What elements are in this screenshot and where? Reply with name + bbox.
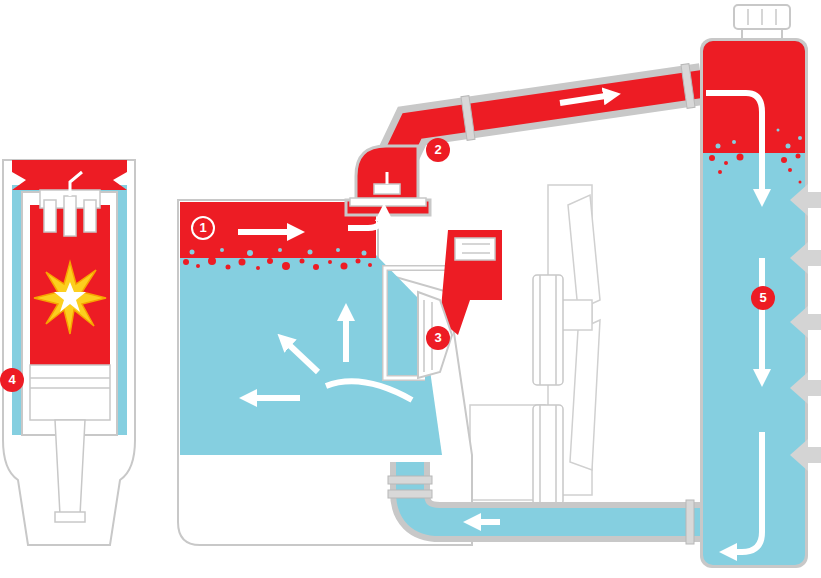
callout-number: 1	[191, 216, 215, 240]
steam-bubbles	[709, 154, 802, 184]
hose-clamp	[461, 96, 475, 141]
ignition-burst	[34, 262, 106, 334]
airflow-arrow	[790, 242, 821, 274]
steam-bubbles	[183, 257, 372, 270]
callout-number: 3	[426, 326, 450, 350]
flow-arrow	[728, 432, 762, 552]
callout-circle	[192, 217, 214, 239]
hose-wall	[410, 462, 705, 522]
water-jacket	[12, 185, 127, 435]
airflow-arrow	[790, 184, 821, 216]
callout-circle	[426, 326, 450, 350]
hose-clamp	[686, 500, 694, 544]
hose-coolant	[410, 462, 705, 522]
pump-pulley	[533, 275, 563, 385]
callout-circle	[751, 286, 775, 310]
flow-arrow	[706, 93, 762, 198]
flow-arrow	[759, 258, 765, 378]
flow-arrow	[248, 395, 300, 401]
crank-pulley	[533, 405, 563, 505]
block-coolant	[180, 255, 442, 455]
thermostat-valve	[374, 184, 400, 194]
cylinder-wall	[22, 192, 117, 435]
block-outline	[178, 200, 472, 545]
flow-arrow	[348, 212, 384, 228]
water-pump	[418, 230, 502, 378]
hose-coolant	[392, 84, 702, 168]
fan-blade	[570, 320, 600, 470]
pulley-groove	[539, 275, 541, 385]
crank-pin	[55, 512, 85, 522]
callout-number: 2	[426, 138, 450, 162]
hose-wall	[392, 84, 702, 168]
flow-arrow	[560, 95, 612, 103]
fan-hub	[560, 300, 592, 330]
connecting-rod	[55, 420, 85, 515]
bypass-coolant	[440, 230, 502, 335]
lower-hose	[388, 462, 705, 544]
sensor-line	[462, 243, 490, 245]
callout-number: 4	[0, 368, 24, 392]
piston-ring	[30, 387, 110, 389]
airflow-arrow	[790, 306, 821, 338]
valve-stem	[386, 172, 389, 184]
flow-arrow	[472, 519, 500, 525]
ignition-core	[54, 282, 86, 312]
callout-circle	[0, 368, 24, 392]
thermostat-housing	[346, 146, 430, 215]
pulley-groove	[555, 405, 557, 505]
radiator-cap	[734, 5, 790, 29]
fan-blade	[568, 195, 600, 310]
cylinder-outline	[3, 160, 135, 545]
radiator-core	[703, 41, 805, 565]
cap-grip	[747, 9, 749, 25]
pump-impeller	[418, 292, 452, 378]
airflow-arrow	[790, 439, 821, 471]
spark-wire	[70, 172, 82, 196]
radiator	[700, 5, 808, 568]
hose-clamp	[388, 476, 432, 484]
pulley-groove	[539, 405, 541, 505]
cool-coolant	[703, 41, 805, 565]
hose-clamp	[681, 64, 695, 109]
piston-ring	[30, 377, 110, 379]
hose-clamp	[388, 490, 432, 498]
cap-grip	[775, 9, 777, 25]
flow-arrow	[326, 381, 412, 400]
valve	[44, 200, 56, 232]
cool-bubbles	[716, 129, 803, 149]
airflow-arrows	[790, 184, 821, 471]
cylinder-cutaway	[0, 160, 135, 545]
flow-arrow	[284, 340, 318, 372]
callout-circle	[426, 138, 450, 162]
airflow-arrow	[790, 372, 821, 404]
valve	[84, 200, 96, 232]
callout-number: 5	[751, 286, 775, 310]
engine-block	[178, 200, 472, 545]
spark-plug	[64, 196, 76, 236]
pulley-groove	[555, 275, 557, 385]
cap-grip	[761, 9, 763, 25]
cool-bubbles	[190, 248, 367, 256]
radiator-shell	[700, 38, 808, 568]
piston	[30, 365, 110, 420]
sensor-line	[462, 252, 490, 254]
flow-arrow	[238, 229, 296, 235]
thermostat	[346, 64, 702, 228]
flow-arrow	[343, 312, 349, 362]
sensor-block	[455, 238, 495, 260]
thermostat-flange	[350, 198, 426, 206]
